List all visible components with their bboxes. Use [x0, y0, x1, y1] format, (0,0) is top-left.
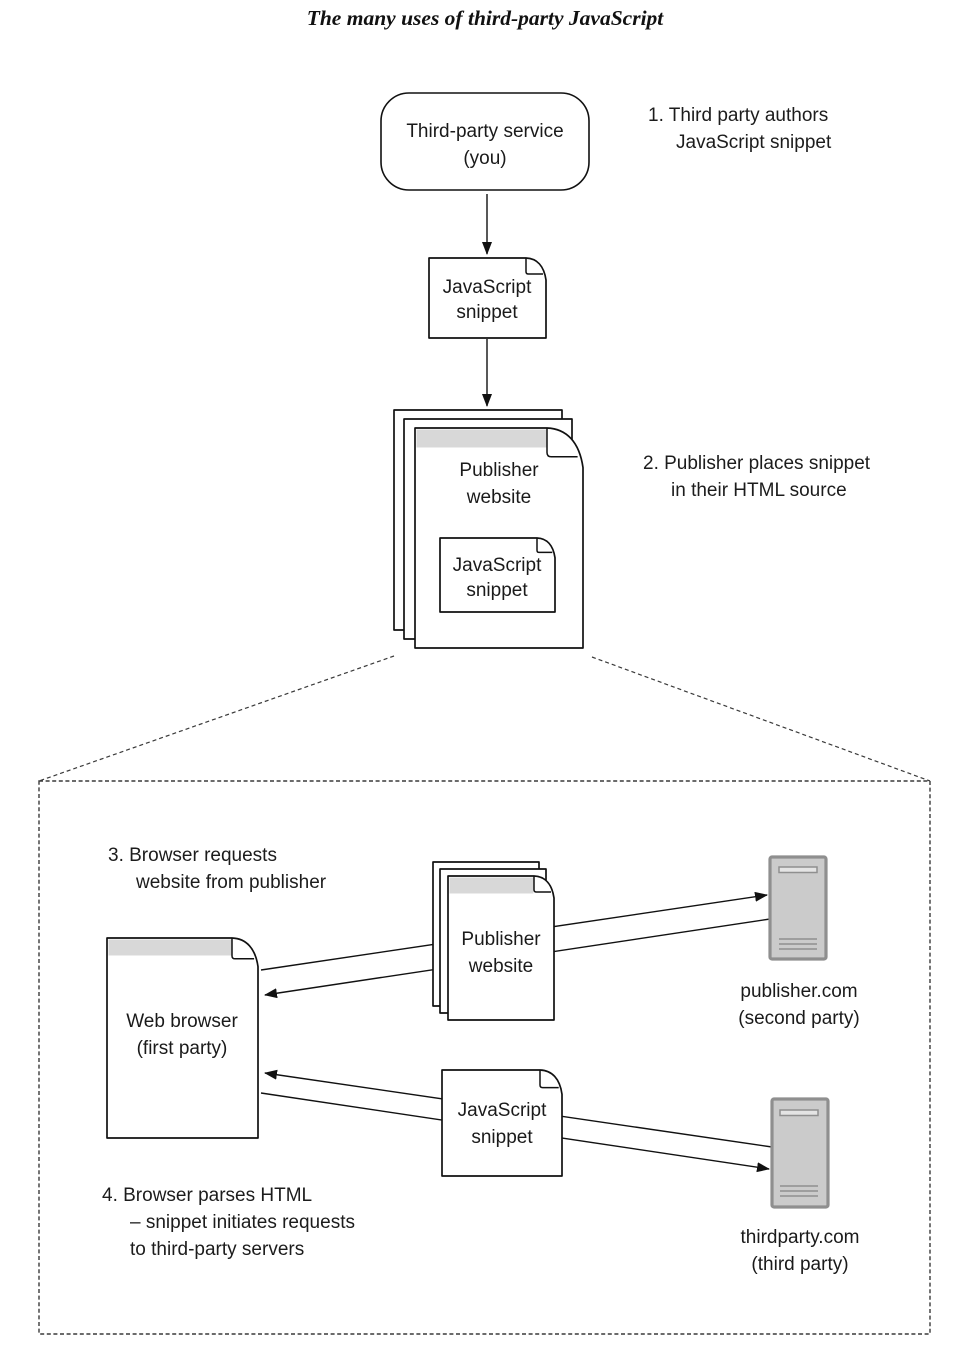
third-party-service-node	[380, 92, 590, 191]
third-party-service-label-line1: Third-party service	[406, 121, 563, 142]
step-2-label: 2. Publisher places snippet in their HTM…	[643, 450, 870, 504]
publisher-server-icon	[768, 855, 828, 961]
thirdparty-server-caption-line2: (third party)	[751, 1254, 848, 1275]
step-1-line1: 1. Third party authors	[648, 105, 829, 126]
step-4-line2: – snippet initiates requests	[130, 1212, 355, 1233]
stack-front-page	[447, 875, 555, 1021]
thirdparty-server-caption-line1: thirdparty.com	[741, 1227, 860, 1248]
javascript-snippet-doc-served	[441, 1069, 563, 1177]
step-3-label: 3. Browser requests website from publish…	[108, 842, 326, 896]
page-header-band	[108, 939, 232, 956]
snippet-served-label-line2: snippet	[471, 1127, 533, 1148]
page-header-band	[449, 877, 534, 894]
server-slot	[778, 866, 818, 874]
step-2-line2: in their HTML source	[671, 480, 847, 501]
snippet-authored-label-line1: JavaScript	[443, 277, 532, 298]
publisher-website-stack-served	[432, 861, 555, 1021]
javascript-snippet-doc-authored	[428, 257, 547, 339]
server-vents	[779, 938, 817, 950]
step-2-line1: 2. Publisher places snippet	[643, 453, 871, 474]
zoom-guide-right-line	[591, 656, 931, 782]
third-party-service-label-line2: (you)	[463, 148, 506, 169]
snippet-authored-label-line2: snippet	[456, 302, 518, 323]
diagram-title: The many uses of third-party JavaScript	[306, 6, 664, 30]
publisher-site-source-label-line2: website	[466, 487, 531, 508]
publisher-website-stack-source	[393, 409, 584, 649]
web-browser-doc	[106, 937, 259, 1139]
snippet-embedded-label-line2: snippet	[466, 580, 528, 601]
server-vents	[780, 1185, 818, 1197]
step-3-line2: website from publisher	[136, 872, 327, 893]
step-4-line1: 4. Browser parses HTML	[102, 1185, 313, 1206]
publisher-site-served-label-line1: Publisher	[461, 929, 541, 950]
page-header-band	[416, 429, 547, 448]
step-4-line3: to third-party servers	[130, 1239, 305, 1260]
step-1-line2: JavaScript snippet	[676, 132, 832, 153]
snippet-embedded-label-line1: JavaScript	[453, 555, 542, 576]
thirdparty-server-icon	[770, 1097, 830, 1209]
publisher-site-served-label-line2: website	[468, 956, 533, 977]
web-browser-label-line2: (first party)	[137, 1038, 228, 1059]
step-3-line1: 3. Browser requests	[108, 845, 277, 866]
step-1-label: 1. Third party authors JavaScript snippe…	[648, 102, 831, 156]
publisher-server-caption-line1: publisher.com	[740, 981, 857, 1002]
snippet-served-label-line1: JavaScript	[458, 1100, 547, 1121]
zoom-guide-left-line	[38, 655, 395, 782]
step-4-label: 4. Browser parses HTML – snippet initiat…	[102, 1182, 355, 1263]
publisher-server-caption-line2: (second party)	[738, 1008, 859, 1029]
web-browser-label-line1: Web browser	[126, 1011, 238, 1032]
server-slot	[779, 1109, 819, 1117]
detail-view-box	[38, 780, 931, 1335]
javascript-snippet-doc-embedded	[439, 537, 556, 613]
publisher-site-source-label-line1: Publisher	[459, 460, 539, 481]
